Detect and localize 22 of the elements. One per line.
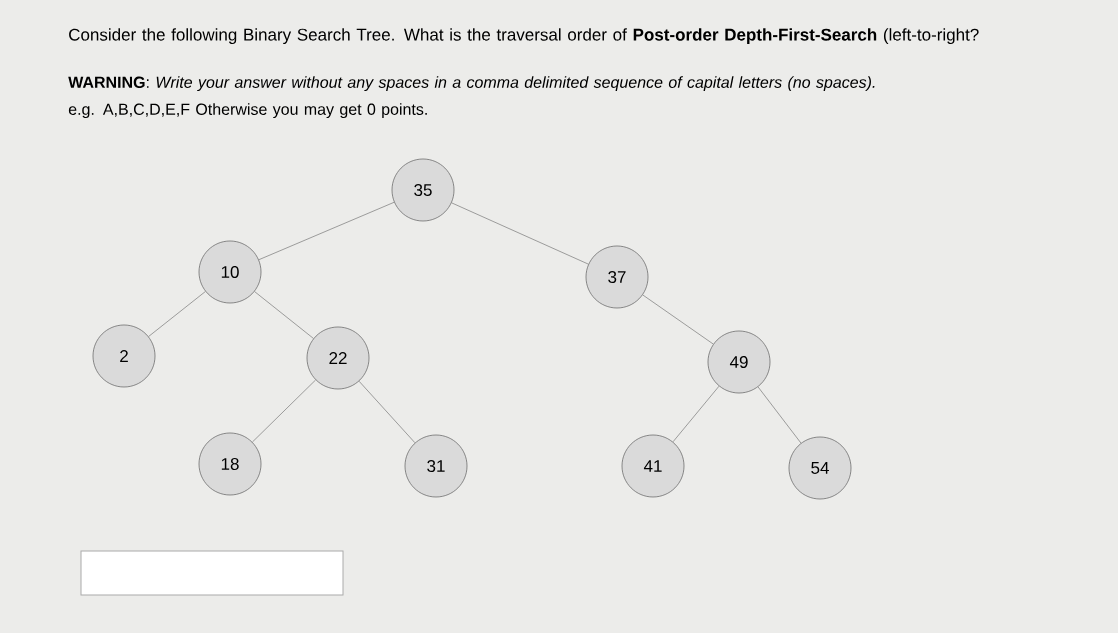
tree-node: 18: [198, 432, 262, 496]
tree-edge: [757, 386, 802, 444]
tree-edge: [148, 291, 206, 337]
tree-node: 2: [92, 324, 156, 388]
question-text: Consider the following Binary Search Tree. What is the traversal order of Post-order Depth-First-Search (left-to-right?: [69, 28, 979, 45]
tree-node: 37: [585, 245, 649, 309]
tree-edge: [252, 379, 316, 443]
tree-node: 41: [621, 434, 685, 498]
tree-edge: [258, 201, 395, 261]
tree-edge: [672, 385, 720, 443]
tree-edge: [451, 202, 589, 265]
tree-node: 10: [198, 240, 262, 304]
tree-edge: [642, 294, 714, 345]
tree-node: 31: [404, 434, 468, 498]
tree-edge: [358, 380, 416, 444]
tree-node: 54: [788, 436, 852, 500]
tree-edge: [254, 291, 314, 339]
tree-node: 35: [391, 158, 455, 222]
tree-node: 49: [707, 330, 771, 394]
example-text: e.g. A,B,C,D,E,F Otherwise you may get 0 points.: [68, 103, 427, 119]
tree-node: 22: [306, 326, 370, 390]
warning-text: WARNING: Write your answer without any spaces in a comma delimited sequence of capital letters (no spaces).: [68, 76, 875, 92]
